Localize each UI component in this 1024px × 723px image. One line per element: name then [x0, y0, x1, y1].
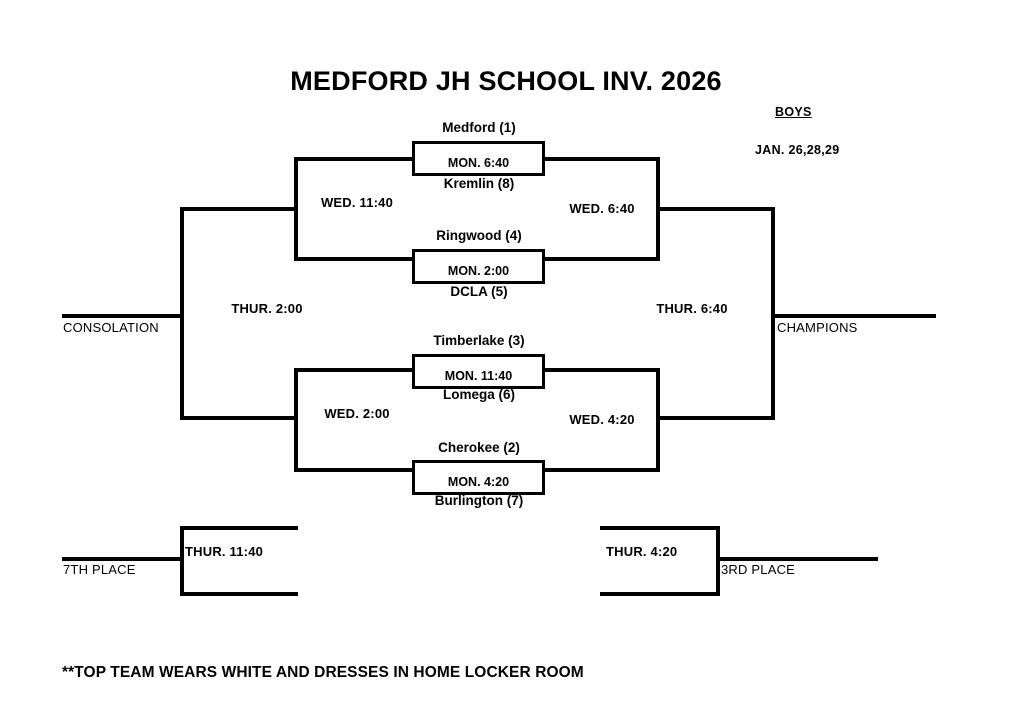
- championship-bracket[interactable]: [660, 207, 775, 420]
- championship-time: THUR. 6:40: [656, 301, 728, 316]
- game-box-2[interactable]: MON. 2:00: [412, 249, 545, 284]
- team-name-bottom: Burlington (7): [434, 493, 524, 508]
- team-name-top: Cherokee (2): [438, 440, 520, 455]
- division-label: BOYS: [775, 105, 812, 119]
- winners-semi-lower-bracket[interactable]: [545, 368, 660, 472]
- game-box-3[interactable]: MON. 11:40: [412, 354, 545, 389]
- third-place-bracket[interactable]: [600, 526, 720, 596]
- dates-label: JAN. 26,28,29: [755, 143, 840, 157]
- seventh-place-bracket[interactable]: [180, 526, 298, 596]
- consolation-label: CONSOLATION: [63, 320, 159, 335]
- seventh-place-line: [62, 557, 182, 561]
- third-place-label: 3RD PLACE: [721, 562, 796, 577]
- footnote-text: **TOP TEAM WEARS WHITE AND DRESSES IN HO…: [62, 664, 584, 681]
- consolation-semi-upper-bracket[interactable]: [294, 157, 412, 261]
- game-box-1[interactable]: MON. 6:40: [412, 141, 545, 176]
- team-name-bottom: DCLA (5): [450, 284, 508, 299]
- team-name-top: Medford (1): [442, 120, 516, 135]
- game-time-3: MON. 11:40: [444, 369, 513, 383]
- winners-semi-lower-time: WED. 4:20: [569, 412, 635, 427]
- third-place-time: THUR. 4:20: [606, 544, 678, 559]
- champions-line: [775, 314, 936, 318]
- winners-semi-upper-bracket[interactable]: [545, 157, 660, 261]
- winners-semi-upper-time: WED. 6:40: [569, 201, 635, 216]
- game-box-4[interactable]: MON. 4:20: [412, 460, 545, 495]
- third-place-line: [720, 557, 878, 561]
- page-title: MEDFORD JH SCHOOL INV. 2026: [290, 66, 722, 96]
- consolation-semi-upper-time: WED. 11:40: [320, 195, 394, 210]
- consolation-semi-lower-bracket[interactable]: [294, 368, 412, 472]
- consolation-bracket[interactable]: [180, 207, 294, 420]
- game-time-1: MON. 6:40: [447, 156, 510, 170]
- team-name-top: Timberlake (3): [433, 333, 525, 348]
- team-name-top: Ringwood (4): [436, 228, 522, 243]
- team-name-bottom: Lomega (6): [442, 387, 516, 402]
- consolation-semi-lower-time: WED. 2:00: [324, 406, 390, 421]
- seventh-place-time: THUR. 11:40: [185, 544, 264, 559]
- team-name-bottom: Kremlin (8): [443, 176, 515, 191]
- seventh-place-label: 7TH PLACE: [63, 562, 136, 577]
- consolation-time: THUR. 2:00: [231, 301, 303, 316]
- game-time-4: MON. 4:20: [447, 475, 510, 489]
- consolation-line: [62, 314, 182, 318]
- game-time-2: MON. 2:00: [447, 264, 510, 278]
- champions-label: CHAMPIONS: [777, 320, 858, 335]
